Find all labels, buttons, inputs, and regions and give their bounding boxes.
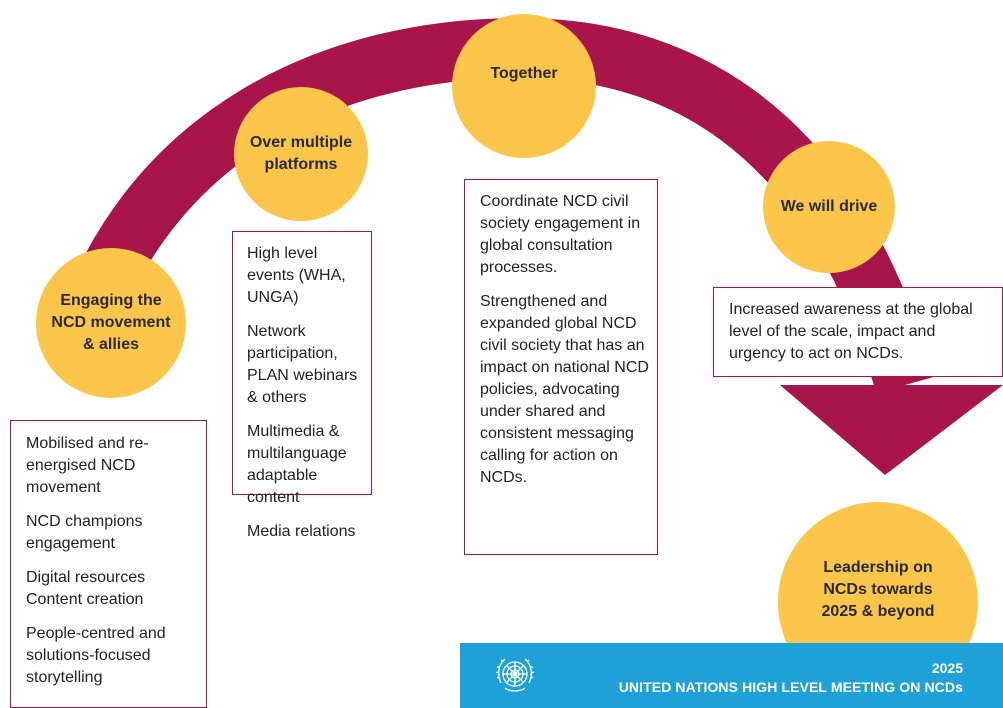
stage-circle-together: Together: [452, 14, 596, 158]
stage-item: Strengthened and expanded global NCD civ…: [480, 293, 649, 486]
banner-year: 2025: [931, 660, 963, 676]
un-emblem-icon: [495, 658, 535, 692]
stage-item: High level events (WHA, UNGA): [247, 245, 346, 306]
stage-item: Coordinate NCD civil society engagement …: [480, 193, 641, 276]
stage-circle-engaging: Engaging the NCD movement & allies: [36, 248, 186, 398]
stage-circle-platforms: Over multiple platforms: [234, 87, 368, 221]
stage-box-drive: Increased awareness at the global level …: [713, 287, 1003, 377]
stage-circle-drive: We will drive: [763, 141, 895, 273]
stage-item: NCD champions engagement: [26, 513, 143, 552]
stage-box-together: Coordinate NCD civil society engagement …: [464, 179, 658, 555]
stage-item: Digital resources Content creation: [26, 569, 146, 608]
journey-arrowhead: [780, 385, 1003, 475]
stage-item: Mobilised and re-energised NCD movement: [26, 435, 149, 496]
stage-title-drive: We will drive: [780, 198, 878, 215]
stage-item: Network participation, PLAN webinars & o…: [247, 323, 358, 406]
stage-box-engaging: Mobilised and re-energised NCD movement …: [10, 420, 207, 708]
stage-title-platforms: Over multiple platforms: [249, 134, 353, 173]
stage-title-engaging: Engaging the NCD movement & allies: [51, 292, 171, 353]
banner-meeting-title: UNITED NATIONS HIGH LEVEL MEETING ON NCD…: [618, 679, 963, 695]
stage-item: People-centred and solutions-focused sto…: [26, 625, 166, 686]
outcome-title: Leadership on NCDs towards 2025 & beyond: [821, 559, 935, 620]
stage-item: Media relations: [247, 523, 356, 540]
un-hlm-banner: 2025 UNITED NATIONS HIGH LEVEL MEETING O…: [460, 643, 1003, 708]
stage-item: Increased awareness at the global level …: [729, 301, 973, 362]
stage-item: Multimedia & multilanguage adaptable con…: [247, 423, 347, 506]
stage-title-together: Together: [490, 65, 558, 82]
stage-box-platforms: High level events (WHA, UNGA) Network pa…: [232, 231, 372, 540]
